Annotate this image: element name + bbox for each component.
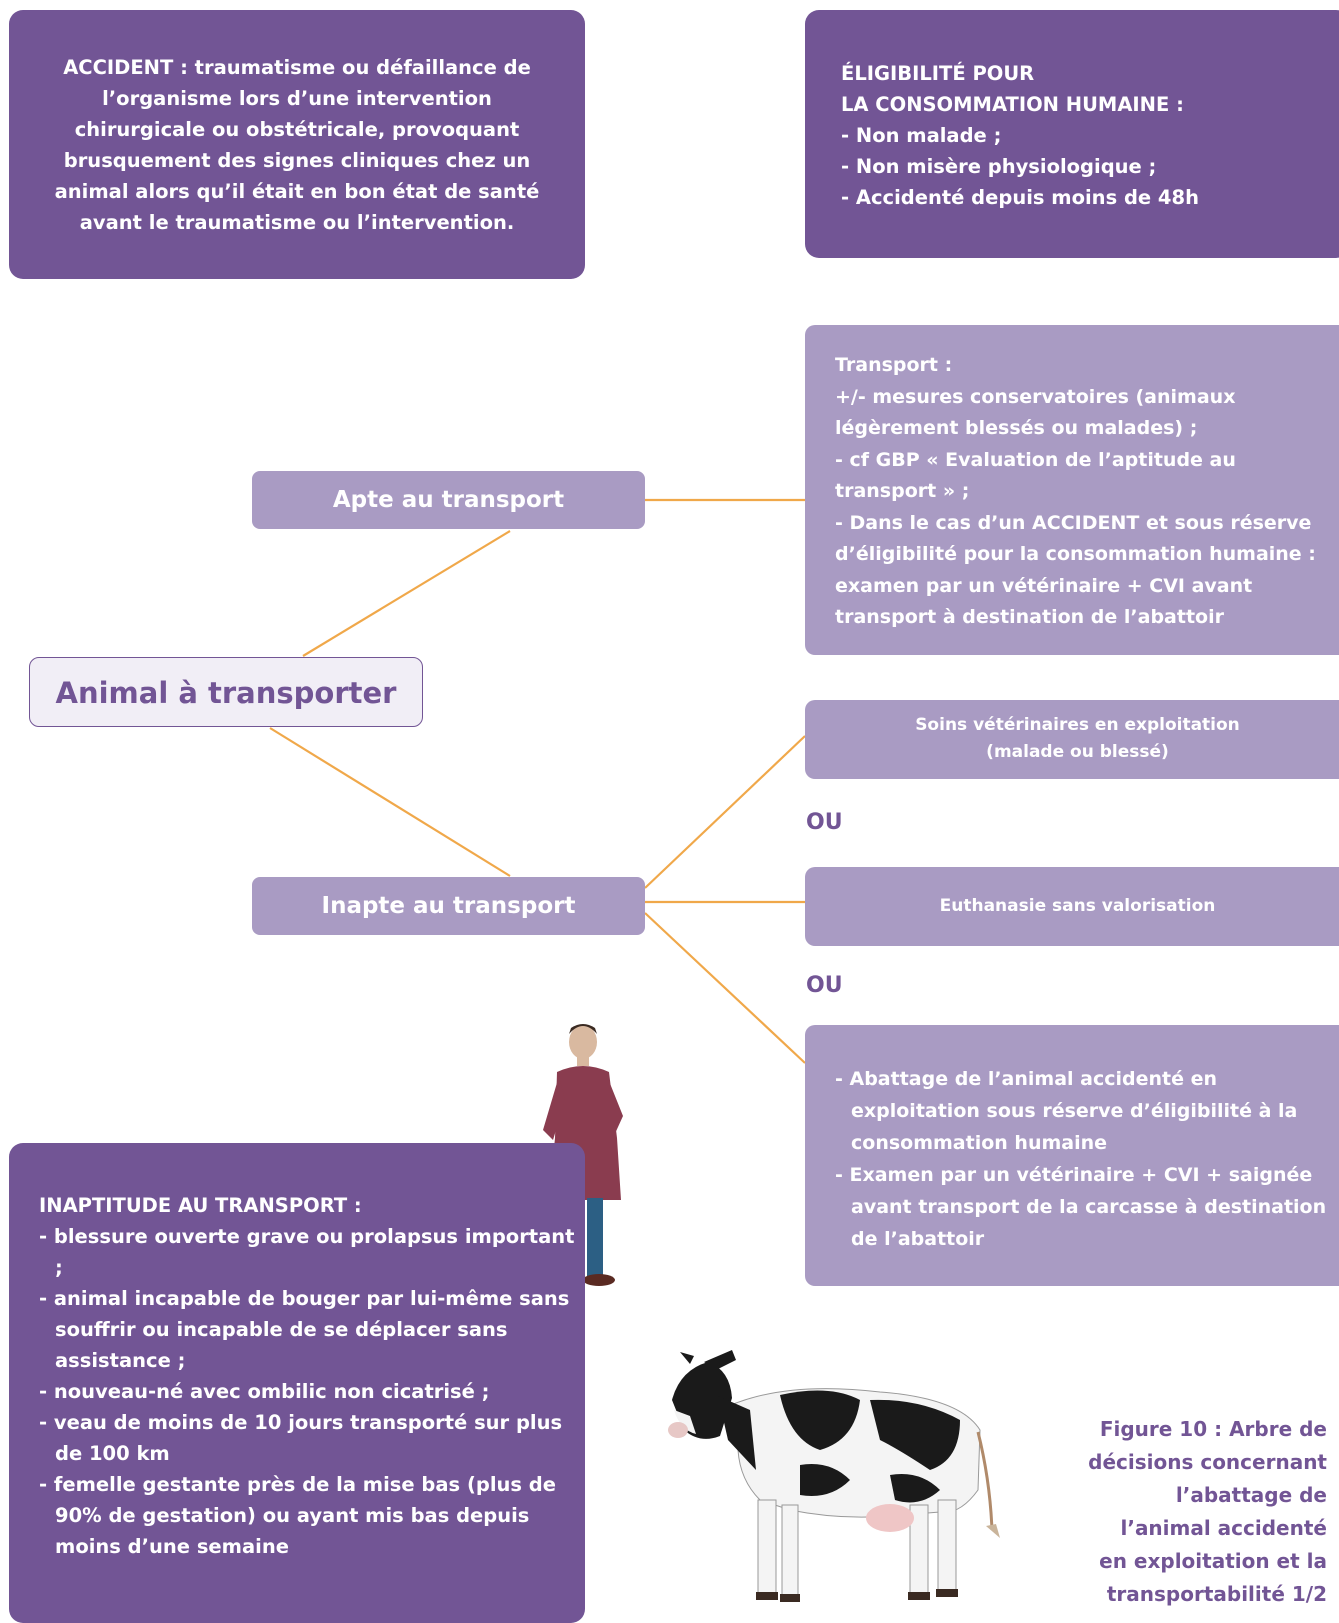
root-node-animal: Animal à transporter	[29, 657, 423, 727]
soins-option-box: Soins vétérinaires en exploitation (mala…	[805, 700, 1339, 779]
connector-root-inapte	[269, 727, 511, 877]
connector-inapte-soins	[644, 735, 806, 889]
soins-line1: Soins vétérinaires en exploitation	[915, 715, 1240, 735]
ou-label: OU	[806, 973, 843, 998]
inaptitude-item: - animal incapable de bouger par lui-mêm…	[39, 1287, 570, 1372]
apte-node-label: Apte au transport	[332, 487, 565, 513]
soins-line2: (malade ou blessé)	[986, 742, 1169, 762]
eligibility-item: - Non misère physiologique ;	[841, 155, 1157, 178]
transport-info-box: Transport : +/- mesures conservatoires (…	[805, 325, 1339, 655]
inaptitude-title: INAPTITUDE AU TRANSPORT :	[39, 1194, 362, 1217]
abattage-item: - Abattage de l’animal accidenté en expl…	[835, 1068, 1298, 1154]
transport-line: - cf GBP « Evaluation de l’aptitude au t…	[835, 448, 1236, 503]
eligibility-item: - Non malade ;	[841, 124, 1002, 147]
eligibility-item: - Accidenté depuis moins de 48h	[841, 186, 1199, 209]
connector-inapte-abattage	[644, 912, 806, 1064]
inapte-node: Inapte au transport	[252, 877, 645, 935]
eligibility-box: ÉLIGIBILITÉ POUR LA CONSOMMATION HUMAINE…	[805, 10, 1339, 258]
caption-line: l’abattage de	[1175, 1483, 1327, 1507]
transport-title: Transport :	[835, 354, 953, 376]
eligibility-title-line1: ÉLIGIBILITÉ POUR	[841, 62, 1035, 85]
cow-illustration	[668, 1350, 1000, 1602]
abattage-item: - Examen par un vétérinaire + CVI + saig…	[835, 1164, 1327, 1250]
accident-definition-box: ACCIDENT : traumatisme ou défaillance de…	[9, 10, 585, 279]
caption-line: transportabilité 1/2	[1106, 1582, 1327, 1606]
root-node-label: Animal à transporter	[55, 676, 397, 710]
accident-definition-text: ACCIDENT : traumatisme ou défaillance de…	[54, 56, 540, 234]
inaptitude-item: - veau de moins de 10 jours transporté s…	[39, 1411, 563, 1465]
figure-caption: Figure 10 : Arbre de décisions concernan…	[1085, 1413, 1327, 1611]
transport-line: - Dans le cas d’un ACCIDENT et sous rése…	[835, 511, 1316, 629]
eligibility-title-line2: LA CONSOMMATION HUMAINE :	[841, 93, 1184, 116]
euthanasie-label: Euthanasie sans valorisation	[939, 896, 1216, 916]
caption-line: décisions concernant	[1088, 1450, 1327, 1474]
inaptitude-item: - nouveau-né avec ombilic non cicatrisé …	[39, 1380, 490, 1403]
connector-root-apte	[302, 530, 511, 657]
caption-line: Figure 10 : Arbre de	[1099, 1417, 1327, 1441]
inaptitude-box: INAPTITUDE AU TRANSPORT : - blessure ouv…	[9, 1143, 585, 1623]
apte-node: Apte au transport	[252, 471, 645, 529]
abattage-option-box: - Abattage de l’animal accidenté en expl…	[805, 1025, 1339, 1286]
transport-line: +/- mesures conservatoires (animaux légè…	[835, 385, 1236, 440]
inapte-node-label: Inapte au transport	[321, 893, 576, 919]
euthanasie-option-box: Euthanasie sans valorisation	[805, 867, 1339, 946]
caption-line: en exploitation et la	[1099, 1549, 1327, 1573]
ou-label: OU	[806, 810, 843, 835]
inaptitude-item: - blessure ouverte grave ou prolapsus im…	[39, 1225, 575, 1279]
caption-line: l’animal accidenté	[1120, 1516, 1327, 1540]
inaptitude-item: - femelle gestante près de la mise bas (…	[39, 1473, 556, 1558]
